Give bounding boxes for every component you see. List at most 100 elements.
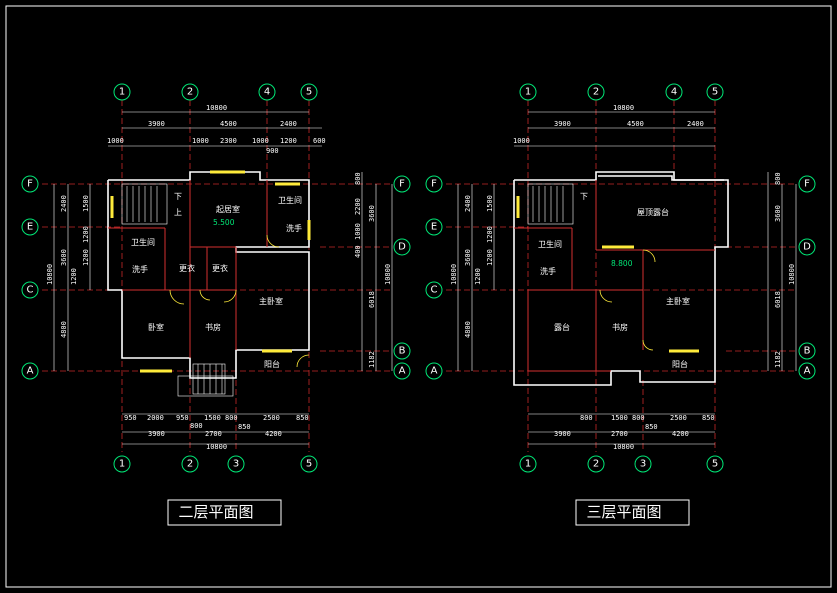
axis-bubbles: 1 2 4 5 1 2 3 5 F E C A F D B A: [21, 83, 411, 473]
dim-text: 950: [124, 414, 137, 422]
dim-text: 600: [313, 137, 326, 145]
dim-text: 2400: [280, 120, 297, 128]
plan-second-floor: 1 2 4 5 1 2 3 5 F E C A F D B A 10800 39…: [21, 83, 411, 526]
dim-text: 3600: [464, 249, 472, 266]
dim-text: 1500: [204, 414, 221, 422]
axis-label: F: [27, 179, 33, 190]
dim-text: 10800: [384, 264, 392, 285]
room-label: 主卧室: [259, 296, 283, 306]
dim-text: 2400: [60, 195, 68, 212]
dim-text: 1182: [774, 351, 782, 368]
dim-text: 4800: [60, 321, 68, 338]
dim-text: 3600: [60, 249, 68, 266]
dim-text: 1200: [474, 268, 482, 285]
axis-label: 1: [119, 459, 125, 470]
axis-label: 3: [233, 459, 239, 470]
drawing-frame: [5, 5, 832, 588]
dim-text: 2400: [687, 120, 704, 128]
room-labels: 起居室 卫生间 卫生间 洗手 洗手 更衣 更衣 卧室 书房 主卧室 阳台 下 上…: [131, 192, 302, 369]
axis-label: 5: [712, 459, 718, 470]
dim-text: 1200: [486, 226, 494, 243]
doors: [599, 249, 656, 351]
axis-label: F: [399, 179, 405, 190]
doors: [169, 234, 310, 368]
dim-text: 850: [296, 414, 309, 422]
axis-label: 2: [187, 87, 193, 98]
dim-text: 3900: [148, 430, 165, 438]
dimension-lines: [53, 111, 393, 445]
dim-text: 800: [354, 172, 362, 185]
room-label: 洗手: [132, 264, 148, 274]
dim-text: 10800: [613, 443, 634, 451]
axis-label: 5: [306, 87, 312, 98]
dim-text: 4200: [672, 430, 689, 438]
room-label: 书房: [205, 322, 221, 332]
axis-label: 2: [593, 459, 599, 470]
dim-text: 10800: [613, 104, 634, 112]
dimension-text: 10800 3900 4500 2400 1000 800 1500 800 2…: [450, 104, 796, 451]
dim-text: 2700: [205, 430, 222, 438]
dim-text: 4500: [220, 120, 237, 128]
stair-label: 下: [580, 192, 588, 201]
axis-label: D: [803, 242, 811, 253]
plan-title-box: [167, 499, 282, 526]
axis-label: 1: [525, 87, 531, 98]
dim-text: 3900: [148, 120, 165, 128]
room-label: 书房: [612, 322, 628, 332]
windows: [110, 170, 311, 373]
room-label: 洗手: [540, 266, 556, 276]
room-labels: 屋顶露台 卫生间 洗手 露台 书房 主卧室 阳台 下 8.800: [538, 192, 690, 369]
dimension-text: 10800 3900 4500 2400 1000 1000 2300 1000…: [46, 104, 392, 451]
dim-text: 1000: [354, 223, 362, 240]
axis-bubbles: 1 2 4 5 1 2 3 5 F E C A F D B A: [425, 83, 816, 473]
level-mark: 5.500: [213, 218, 235, 227]
axis-label: C: [431, 285, 438, 296]
walls: [107, 171, 310, 379]
room-label: 阳台: [264, 359, 280, 369]
plan-title-box: [575, 499, 690, 526]
room-label: 更衣: [212, 263, 228, 273]
dim-text: 1500: [611, 414, 628, 422]
axis-label: 1: [525, 459, 531, 470]
axis-label: 1: [119, 87, 125, 98]
axis-label: C: [27, 285, 34, 296]
axis-label: B: [804, 346, 811, 357]
room-label: 阳台: [672, 359, 688, 369]
dim-text: 800: [190, 422, 203, 430]
axis-label: 2: [187, 459, 193, 470]
axis-label: A: [27, 366, 34, 377]
axis-label: A: [399, 366, 406, 377]
room-label: 洗手: [286, 223, 302, 233]
dim-text: 1500: [82, 195, 90, 212]
dim-text: 950: [176, 414, 189, 422]
dim-text: 1200: [486, 249, 494, 266]
axis-label: 2: [593, 87, 599, 98]
dim-text: 1500: [486, 195, 494, 212]
dim-text: 1000: [107, 137, 124, 145]
axis-label: F: [804, 179, 810, 190]
dim-text: 4800: [464, 321, 472, 338]
room-label: 更衣: [179, 263, 195, 273]
dim-text: 2200: [354, 198, 362, 215]
dim-text: 4200: [265, 430, 282, 438]
grid-lines: [42, 100, 390, 452]
axis-label: 5: [306, 459, 312, 470]
room-label: 卫生间: [278, 195, 302, 205]
dim-text: 2000: [147, 414, 164, 422]
axis-label: 5: [712, 87, 718, 98]
dim-text: 1182: [368, 351, 376, 368]
dimension-lines: [457, 111, 797, 445]
room-label: 卫生间: [538, 239, 562, 249]
stair-label: 上: [174, 208, 182, 217]
axis-label: D: [398, 242, 406, 253]
axis-label: 3: [640, 459, 646, 470]
dim-text: 800: [774, 172, 782, 185]
plan-title: 二层平面图: [178, 503, 253, 521]
dim-text: 1200: [70, 268, 78, 285]
dim-text: 10800: [46, 264, 54, 285]
axis-label: A: [431, 366, 438, 377]
axis-label: A: [804, 366, 811, 377]
axis-label: 4: [671, 87, 677, 98]
dim-text: 800: [632, 414, 645, 422]
